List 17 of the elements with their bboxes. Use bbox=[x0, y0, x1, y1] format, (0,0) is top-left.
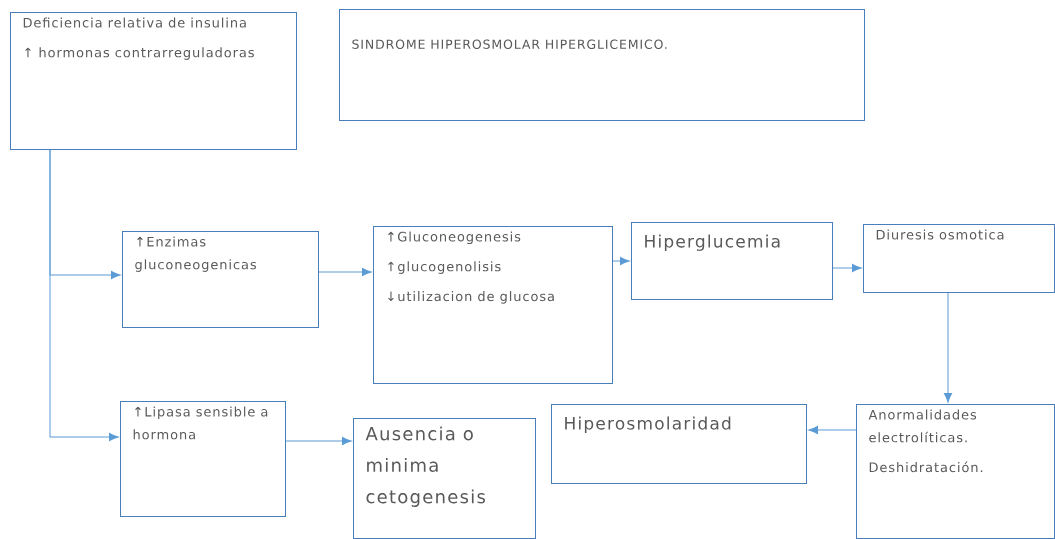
arrow bbox=[318, 267, 372, 277]
process-box: Hiperosmolaridad bbox=[551, 404, 807, 484]
arrow bbox=[285, 436, 352, 446]
process-box: Hiperglucemia bbox=[631, 222, 833, 300]
process-box: ↑Lipasa sensible a hormona bbox=[120, 401, 286, 517]
process-box: ↑Gluconeogenesis ↑glucogenolisis ↓utilizacion de glucosa bbox=[373, 226, 613, 384]
process-box: Diuresis osmotica bbox=[863, 224, 1055, 293]
process-box: ↑Enzimas gluconeogenicas bbox=[122, 231, 319, 328]
arrow bbox=[612, 256, 630, 266]
process-box: Ausencia o minima cetogenesis bbox=[353, 418, 536, 539]
arrow bbox=[943, 292, 953, 403]
title-box: SINDROME HIPEROSMOLAR HIPERGLICEMICO. bbox=[339, 9, 865, 121]
process-box: Deficiencia relativa de insulina ↑ hormonas contrarreguladoras bbox=[10, 12, 297, 150]
process-box: Anormalidades electrolíticas. Deshidratación. bbox=[856, 404, 1055, 539]
arrow bbox=[832, 263, 862, 273]
arrow bbox=[808, 425, 857, 435]
arrow bbox=[49, 149, 119, 442]
